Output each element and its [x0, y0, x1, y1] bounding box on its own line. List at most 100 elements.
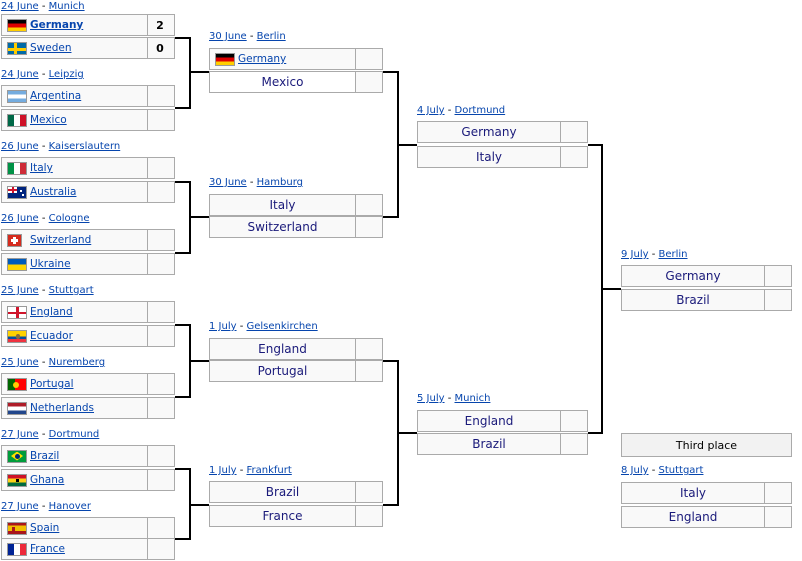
venue-link[interactable]: Hamburg [256, 177, 304, 188]
team-row: England [209, 338, 383, 360]
score-cell [354, 339, 382, 359]
england-flag-icon [7, 305, 27, 319]
bracket-connector [189, 504, 209, 506]
date-link[interactable]: 27 June [1, 429, 39, 440]
score-cell [146, 254, 174, 274]
team-link[interactable]: Germany [30, 19, 84, 31]
score-cell [146, 182, 174, 202]
venue-link[interactable]: Cologne [48, 213, 90, 224]
date-link[interactable]: 8 July [621, 465, 649, 476]
date-link[interactable]: 25 June [1, 285, 39, 296]
team-row: Switzerland [209, 216, 383, 238]
team-row: England [621, 506, 792, 528]
date-link[interactable]: 26 June [1, 141, 39, 152]
team-link[interactable]: Brazil [30, 450, 60, 462]
team-cell: Portugal [210, 361, 356, 381]
score-cell [146, 539, 174, 559]
team-row: Switzerland [1, 229, 175, 251]
match-header: 25 June - Nuremberg [1, 356, 105, 369]
date-link[interactable]: 1 July [209, 321, 237, 332]
team-row: England [417, 410, 588, 432]
team-link[interactable]: Germany [238, 53, 287, 65]
venue-link[interactable]: Leipzig [48, 69, 84, 80]
team-link[interactable]: Italy [30, 162, 53, 174]
venue-link[interactable]: Munich [48, 1, 85, 12]
bracket-connector [189, 216, 209, 218]
team-row: Portugal [1, 373, 175, 395]
venue-link[interactable]: Dortmund [454, 105, 506, 116]
team-row: Brazil [1, 445, 175, 467]
team-link[interactable]: Ecuador [30, 330, 73, 342]
separator: - [38, 285, 49, 296]
score-cell [146, 86, 174, 106]
ecuador-flag-icon [7, 329, 27, 343]
team-link[interactable]: Ukraine [30, 258, 71, 270]
date-link[interactable]: 25 June [1, 357, 39, 368]
team-link[interactable]: Spain [30, 522, 60, 534]
score-cell [146, 470, 174, 490]
bracket-connector [383, 71, 398, 73]
netherlands-flag-icon [7, 401, 27, 415]
team-link[interactable]: Argentina [30, 90, 82, 102]
date-link[interactable]: 9 July [621, 249, 649, 260]
team-link[interactable]: England [30, 306, 73, 318]
team-row: Australia [1, 181, 175, 203]
date-link[interactable]: 24 June [1, 1, 39, 12]
separator: - [246, 177, 257, 188]
venue-link[interactable]: Gelsenkirchen [246, 321, 318, 332]
team-cell: England [622, 507, 765, 527]
team-cell: Germany [418, 122, 561, 142]
separator: - [38, 357, 49, 368]
date-link[interactable]: 30 June [209, 177, 247, 188]
brazil-flag-icon [7, 449, 27, 463]
team-cell: Italy [622, 483, 765, 503]
australia-flag-icon [7, 185, 27, 199]
team-row: France [209, 505, 383, 527]
separator: - [444, 393, 455, 404]
match-header: 4 July - Dortmund [417, 104, 505, 117]
match-header: 24 June - Leipzig [1, 68, 84, 81]
date-link[interactable]: 24 June [1, 69, 39, 80]
score-cell [559, 411, 587, 431]
date-link[interactable]: 30 June [209, 31, 247, 42]
team-cell: Spain [2, 518, 148, 538]
venue-link[interactable]: Stuttgart [48, 285, 94, 296]
venue-link[interactable]: Munich [454, 393, 491, 404]
venue-link[interactable]: Frankfurt [246, 465, 292, 476]
date-link[interactable]: 27 June [1, 501, 39, 512]
team-link[interactable]: Australia [30, 186, 77, 198]
match-header: 27 June - Dortmund [1, 428, 99, 441]
bracket-connector [397, 432, 417, 434]
team-row: Sweden 0 [1, 37, 175, 59]
venue-link[interactable]: Berlin [658, 249, 688, 260]
date-link[interactable]: 26 June [1, 213, 39, 224]
venue-link[interactable]: Dortmund [48, 429, 100, 440]
team-link[interactable]: France [30, 543, 65, 555]
team-name: Brazil [265, 485, 300, 499]
score-cell [146, 326, 174, 346]
team-row: Italy [1, 157, 175, 179]
score-cell [146, 398, 174, 418]
venue-link[interactable]: Berlin [256, 31, 286, 42]
team-cell: Germany [210, 49, 356, 69]
team-link[interactable]: Sweden [30, 42, 72, 54]
separator: - [648, 465, 659, 476]
venue-link[interactable]: Nuremberg [48, 357, 106, 368]
team-link[interactable]: Switzerland [30, 234, 92, 246]
team-cell: England [210, 339, 356, 359]
venue-link[interactable]: Stuttgart [658, 465, 704, 476]
germany-flag-icon [215, 52, 235, 66]
date-link[interactable]: 5 July [417, 393, 445, 404]
team-row: Ghana [1, 469, 175, 491]
team-link[interactable]: Mexico [30, 114, 67, 126]
team-link[interactable]: Netherlands [30, 402, 95, 414]
team-row: France [1, 538, 175, 560]
date-link[interactable]: 1 July [209, 465, 237, 476]
date-link[interactable]: 4 July [417, 105, 445, 116]
venue-link[interactable]: Hanover [48, 501, 91, 512]
team-link[interactable]: Portugal [30, 378, 74, 390]
team-cell: Switzerland [210, 217, 356, 237]
venue-link[interactable]: Kaiserslautern [48, 141, 121, 152]
match-header: 26 June - Kaiserslautern [1, 140, 120, 153]
team-link[interactable]: Ghana [30, 474, 65, 486]
